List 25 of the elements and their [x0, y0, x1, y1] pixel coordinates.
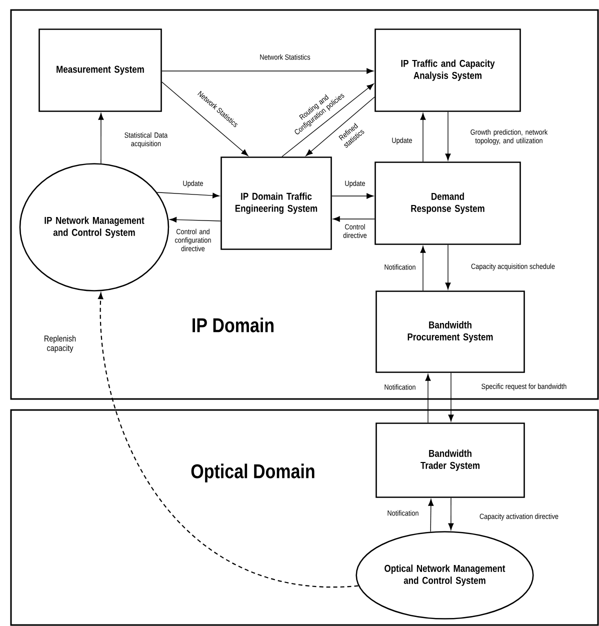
arrow [162, 82, 248, 156]
system-box: IP Domain Traffic Engineering System [220, 156, 332, 250]
system-box: Demand Response System [374, 162, 521, 245]
edge-label: Replenish capacity [39, 334, 81, 354]
arrow [332, 193, 374, 199]
arrow [448, 498, 454, 530]
system-box: Measurement System [38, 28, 162, 112]
arrow [420, 113, 426, 162]
arrow [162, 68, 374, 74]
arrow [282, 84, 374, 157]
arrow [428, 498, 434, 532]
arrow [170, 216, 221, 222]
arrow [332, 216, 375, 222]
system-box: IP Traffic and Capacity Analysis System [374, 28, 521, 112]
system-box: Bandwidth Procurement System [376, 290, 525, 373]
arrow [156, 192, 220, 198]
arrow [98, 113, 104, 164]
system-box: Bandwidth Trader System [376, 422, 525, 498]
dashed-arrow [98, 292, 358, 587]
arrow [420, 246, 426, 291]
arrow [445, 112, 451, 160]
arrow [425, 374, 431, 423]
arrow [448, 372, 454, 422]
arrow [306, 96, 375, 156]
arrow [445, 244, 451, 290]
